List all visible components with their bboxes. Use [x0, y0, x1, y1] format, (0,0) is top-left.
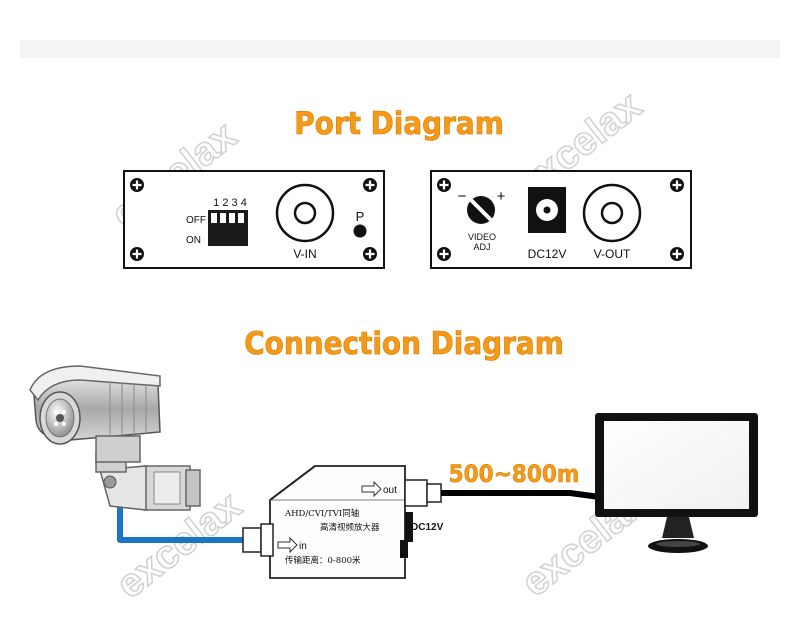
dc12v-label: DC12V: [528, 247, 567, 261]
dip-switch-numbers: 1 2 3 4: [213, 197, 247, 209]
screw-icon: [670, 178, 684, 192]
power-led-icon: [353, 224, 367, 238]
port-diagram-heading: Port Diagram: [294, 106, 504, 142]
dip-switch-icon: [208, 210, 248, 246]
vin-label: V-IN: [293, 247, 316, 261]
distance-label: 500~800m: [449, 460, 580, 488]
amplifier-in-label: in: [299, 541, 307, 552]
dip-off-label: OFF: [186, 215, 206, 226]
vout-label: V-OUT: [594, 247, 631, 261]
adjust-knob-icon: [467, 196, 495, 224]
amplifier-out-label: out: [383, 485, 397, 496]
screw-icon: [363, 178, 377, 192]
top-band: [20, 40, 780, 58]
screw-icon: [363, 247, 377, 261]
screw-icon: [437, 178, 451, 192]
screw-icon: [130, 178, 144, 192]
bnc-port-icon: [275, 183, 335, 243]
cctv-camera-icon: [29, 365, 201, 511]
in-arrow-icon: [277, 536, 298, 554]
amplifier-line3: 传输距离：0-800米: [285, 555, 361, 566]
connection-diagram-heading: Connection Diagram: [244, 326, 564, 362]
panel-vin: 1 2 3 4 OFF ON V-IN P: [123, 170, 385, 269]
panel-vout: − + VIDEO ADJ DC12V V-OUT: [430, 170, 692, 269]
minus-label: −: [458, 188, 467, 205]
monitor-icon: [595, 413, 758, 553]
amplifier-line2: 高清视频放大器: [320, 522, 380, 533]
dc-jack-icon: [528, 187, 566, 233]
bnc-port-icon: [582, 183, 642, 243]
screw-icon: [437, 247, 451, 261]
screw-icon: [670, 247, 684, 261]
amplifier-dc12v-label: DC12V: [411, 522, 444, 533]
screw-icon: [130, 247, 144, 261]
plus-label: +: [497, 188, 506, 205]
out-arrow-icon: [361, 480, 382, 498]
dip-on-label: ON: [186, 235, 201, 246]
video-label: VIDEO: [468, 232, 496, 242]
amplifier-line1: AHD/CVI/TVI同轴: [284, 508, 359, 519]
adj-label: ADJ: [473, 242, 490, 252]
amplifier-device: out AHD/CVI/TVI同轴 高清视频放大器 in 传输距离：0-800米…: [242, 465, 444, 579]
p-label: P: [356, 209, 365, 224]
black-coax-cable: [441, 490, 608, 501]
